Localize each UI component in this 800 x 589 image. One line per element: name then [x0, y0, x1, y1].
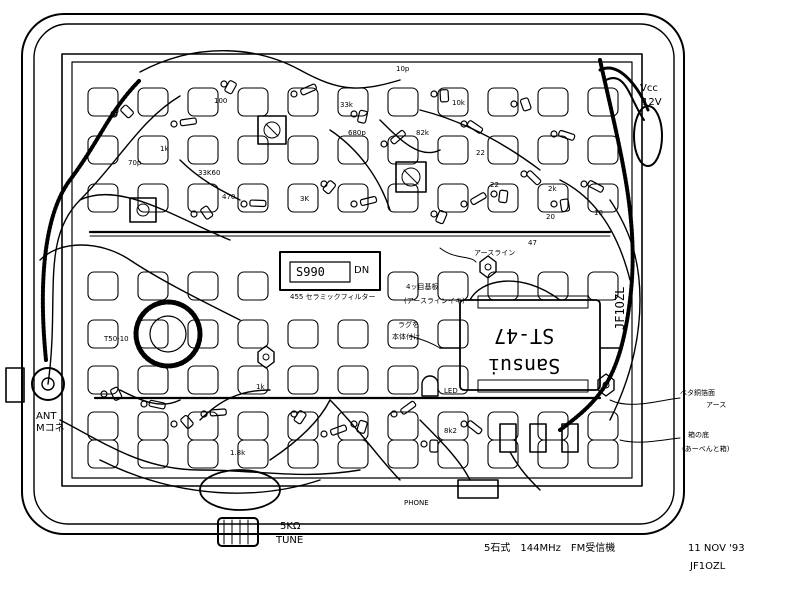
- filter-part-label: S990: [296, 265, 325, 279]
- earthline-label: アースライン: [474, 249, 516, 257]
- tab-note-label: ラグを: [398, 321, 419, 329]
- ant-label: ANT: [36, 411, 57, 422]
- comp-label: 10k: [452, 99, 465, 107]
- comp-label: 8k2: [444, 427, 457, 435]
- vcc-label: Vcc: [640, 83, 658, 94]
- ant-jack-label: Mコネ: [36, 423, 65, 434]
- comp-label: 1k: [256, 383, 265, 391]
- box-bottom2-label: (あーべんと箱): [682, 445, 730, 453]
- case-inner: [33, 23, 675, 525]
- antenna-jack-icon: [5, 367, 65, 403]
- tab-note2-label: 本体付け: [392, 333, 420, 341]
- comp-label: 33K60: [198, 169, 221, 177]
- board-frame-inner: [71, 61, 633, 479]
- led-icon: [421, 375, 439, 397]
- comp-label: 680p: [348, 129, 366, 137]
- board-desc-label: 4ッ目基板: [406, 283, 439, 291]
- tune-label: TUNE: [276, 535, 304, 546]
- comp-label: 22: [476, 149, 485, 157]
- box-bottom-label: 箱の底: [688, 431, 709, 439]
- case-outer: [21, 13, 685, 535]
- trimmer-1: [129, 197, 157, 223]
- comp-label: 2k: [548, 185, 557, 193]
- title-label: 5石式 144MHz FM受信機: [484, 543, 616, 554]
- screw-1: [479, 255, 497, 279]
- comp-label: T50-10: [104, 335, 129, 343]
- comp-label: 82k: [416, 129, 429, 137]
- comp-label: 1.8k: [230, 449, 246, 457]
- small-components: [100, 80, 605, 453]
- brand-label: Sansui: [488, 354, 561, 378]
- comp-label: 10p: [396, 65, 410, 73]
- toroid-coil: [133, 299, 203, 369]
- board-frame-outer: [61, 53, 643, 487]
- board-desc2-label: (アースラインイキ): [404, 297, 465, 305]
- phone-label: PHONE: [404, 499, 429, 507]
- comp-label: 70p: [128, 159, 142, 167]
- date-label: 11 NOV '93: [688, 543, 745, 554]
- led-label: LED: [444, 387, 458, 395]
- filter-mark-label: DN: [354, 265, 370, 276]
- ceramic-filter: [279, 251, 381, 291]
- vcc-volt-label: 12V: [642, 97, 662, 108]
- st47-transformer: [459, 299, 601, 391]
- comp-label: 100: [214, 97, 228, 105]
- vcc-connector-icon: [598, 66, 663, 167]
- copper-board-label: ベタ銅箔面: [680, 389, 715, 397]
- screw-2: [257, 345, 275, 369]
- phone-jack: [457, 479, 499, 499]
- comp-label: 22: [490, 181, 499, 189]
- trimmer-3: [395, 161, 427, 193]
- comp-label: 470: [222, 193, 236, 201]
- model-label: ST-47: [494, 324, 555, 348]
- comp-label: 47: [528, 239, 537, 247]
- copper-board2-label: アース: [706, 401, 727, 409]
- comp-label: 20: [546, 213, 555, 221]
- trimmer-2: [257, 115, 287, 145]
- twisted-wires: [40, 58, 635, 432]
- callsign-side-label: JF1OZL: [613, 286, 627, 330]
- comp-label: 3K: [300, 195, 310, 203]
- tune-knob-value: 5KΩ: [280, 521, 301, 532]
- comp-label: 1k: [160, 145, 169, 153]
- author-label: JF1OZL: [690, 561, 726, 572]
- wiring: [39, 50, 641, 494]
- filter-desc-label: 455 セラミックフィルター: [290, 293, 376, 301]
- comp-label: 10: [594, 209, 603, 217]
- comp-label: 33k: [340, 101, 353, 109]
